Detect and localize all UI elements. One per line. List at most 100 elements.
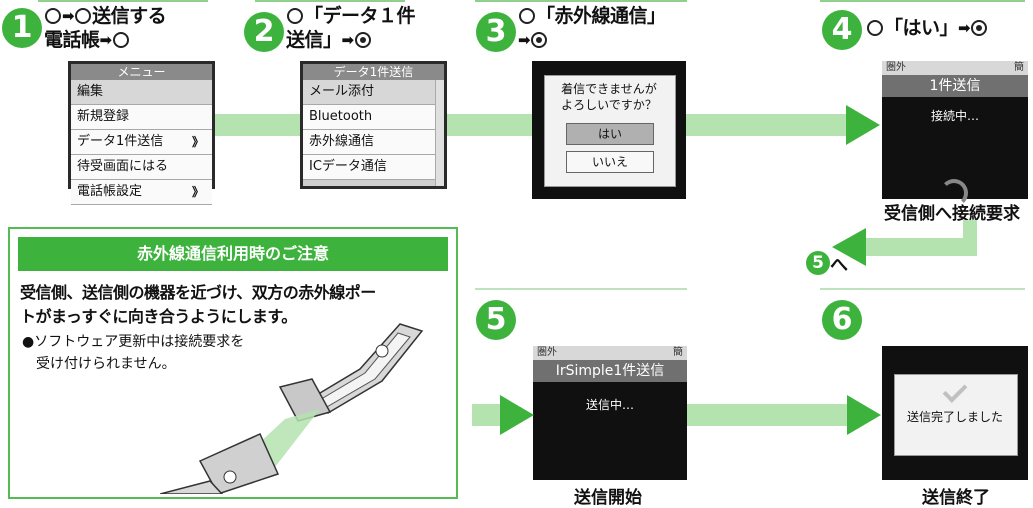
menu-item-settings[interactable]: 電話帳設定》 — [71, 180, 212, 205]
status-right: 簡 — [673, 347, 683, 358]
menu-item-label: データ1件送信 — [77, 134, 164, 149]
flow-arrow-icon — [846, 105, 880, 145]
top-rule — [820, 0, 1025, 2]
notice-body-line: トがまっすぐに向き合うようにします。 — [20, 307, 297, 326]
menu-item-bluetooth[interactable]: Bluetooth — [303, 105, 444, 130]
dialog-message-line: よろしいですか？ — [561, 98, 657, 112]
dialog-message-line: 着信できませんが — [561, 82, 657, 96]
nav-cross-icon — [75, 8, 92, 24]
center-key-icon — [531, 32, 548, 48]
screen-title: 1件送信 — [882, 75, 1028, 97]
signal-status: 圏外 — [537, 347, 557, 358]
flow-connector — [687, 404, 849, 426]
menu-item-new[interactable]: 新規登録 — [71, 105, 212, 130]
nav-down-icon — [45, 8, 61, 24]
send-complete-screen: 送信完了しました — [882, 346, 1028, 480]
menu-title: メニュー — [71, 64, 212, 80]
confirm-dialog-screen: 着信できませんが よろしいですか？ はい いいえ — [532, 61, 686, 199]
connecting-screen: 圏外 簡 1件送信 接続中… — [882, 61, 1028, 207]
phonebook-menu-screen: メニュー 編集 新規登録 データ1件送信 》 待受画面にはる 電話帳設定》 — [68, 61, 215, 205]
step-3-text: 「赤外線通信」 — [536, 5, 666, 27]
screen-title: IrSimple1件送信 — [533, 360, 687, 382]
top-rule — [38, 0, 208, 2]
status-right: 簡 — [1014, 62, 1024, 73]
dialog-message: 着信できませんが よろしいですか？ — [544, 81, 674, 113]
step-1-text: 送信する — [92, 5, 167, 27]
notice-bullet-line: 受け付けられません。 — [36, 356, 176, 372]
return-arrow-icon — [832, 228, 866, 266]
connecting-caption: 受信側へ接続要求 — [884, 204, 1020, 224]
submenu-arrow-icon: 》 — [191, 135, 204, 149]
arrow-icon: ➡ — [99, 31, 113, 49]
flow-arrow-icon — [847, 395, 881, 435]
step-3-number: 3 — [476, 12, 516, 52]
top-rule — [475, 0, 687, 2]
center-key-icon — [971, 20, 988, 36]
menu-title: データ1件送信 — [303, 64, 444, 80]
arrow-icon: ➡ — [518, 31, 531, 49]
phones-illustration — [160, 323, 424, 494]
menu-item-label: メール添付 — [309, 84, 375, 99]
section-rule — [820, 288, 1025, 290]
notice-heading: 赤外線通信利用時のご注意 — [18, 237, 448, 271]
step-4-instruction: 「はい」➡ — [866, 16, 988, 40]
complete-message: 送信完了しました — [906, 410, 1003, 424]
menu-item-label: 新規登録 — [77, 109, 130, 124]
menu-item-label: 編集 — [77, 84, 104, 99]
top-rule — [255, 0, 405, 2]
menu-item-label: 赤外線通信 — [309, 134, 375, 149]
nav-up-down-icon — [287, 8, 303, 24]
complete-dialog — [894, 374, 1018, 456]
scrollbar[interactable] — [435, 80, 444, 186]
step-1-instruction: ➡ 送信する — [44, 4, 167, 28]
return-connector — [864, 238, 977, 256]
notice-body-line: 受信側、送信側の機器を近づけ、双方の赤外線ポー — [20, 283, 376, 302]
signal-status: 圏外 — [886, 62, 906, 73]
step-2-number: 2 — [244, 12, 284, 52]
step-3-instruction-line2: ➡ — [518, 28, 548, 52]
menu-item-infrared[interactable]: 赤外線通信 — [303, 130, 444, 155]
step-2-text: 「データ１件 — [304, 5, 416, 27]
menu-item-label: 電話帳設定 — [77, 184, 143, 199]
sending-caption: 送信開始 — [574, 488, 642, 508]
notice-bullet-line: ●ソフトウェア更新中は接続要求を — [22, 334, 245, 350]
status-bar: 圏外 簡 — [882, 61, 1028, 75]
goto-step-5-label: へ — [830, 255, 848, 276]
step-3-instruction: 「赤外線通信」 — [518, 4, 666, 28]
flow-connector — [215, 114, 300, 136]
send-data-menu-screen: データ1件送信 メール添付 Bluetooth 赤外線通信 ICデータ通信 — [300, 61, 447, 189]
arrow-icon: ➡ — [62, 7, 75, 25]
screen-message: 接続中… — [930, 109, 979, 123]
step-2-text-2: 送信」 — [286, 29, 342, 51]
menu-item-wallpaper[interactable]: 待受画面にはる — [71, 155, 212, 180]
step-2-instruction: 「データ１件 — [286, 4, 416, 28]
infrared-wave-icon — [940, 179, 968, 207]
mail-key-icon — [112, 32, 129, 48]
step-1-instruction-line2: 電話帳➡ — [44, 28, 130, 52]
menu-item-label: ICデータ通信 — [309, 159, 387, 174]
arrow-icon: ➡ — [958, 19, 971, 37]
infrared-notice-box: 赤外線通信利用時のご注意 受信側、送信側の機器を近づけ、双方の赤外線ポー トがま… — [8, 227, 458, 499]
upper-phone-icon — [278, 323, 424, 422]
menu-item-ic-data[interactable]: ICデータ通信 — [303, 155, 444, 180]
flow-connector — [686, 114, 848, 136]
step-2-instruction-line2: 送信」➡ — [286, 28, 372, 52]
step-1-number: 1 — [2, 8, 42, 48]
step-1-text-2: 電話帳 — [44, 29, 100, 51]
center-key-icon — [354, 32, 371, 48]
goto-step-5-badge: 5 — [806, 251, 830, 275]
arrow-icon: ➡ — [341, 31, 355, 49]
screen-message: 送信中… — [585, 398, 634, 412]
yes-button[interactable]: はい — [566, 123, 654, 145]
no-button[interactable]: いいえ — [566, 151, 654, 173]
section-rule — [475, 288, 687, 290]
nav-up-down-icon — [867, 20, 883, 36]
step-4-number: 4 — [822, 10, 862, 50]
complete-caption: 送信終了 — [922, 488, 990, 508]
step-5-number: 5 — [476, 300, 516, 340]
menu-item-mail-attach[interactable]: メール添付 — [303, 80, 444, 105]
lower-phone-icon — [160, 433, 280, 494]
menu-item-edit[interactable]: 編集 — [71, 80, 212, 105]
flow-connector — [447, 114, 532, 136]
menu-item-send-one[interactable]: データ1件送信 》 — [71, 130, 212, 155]
